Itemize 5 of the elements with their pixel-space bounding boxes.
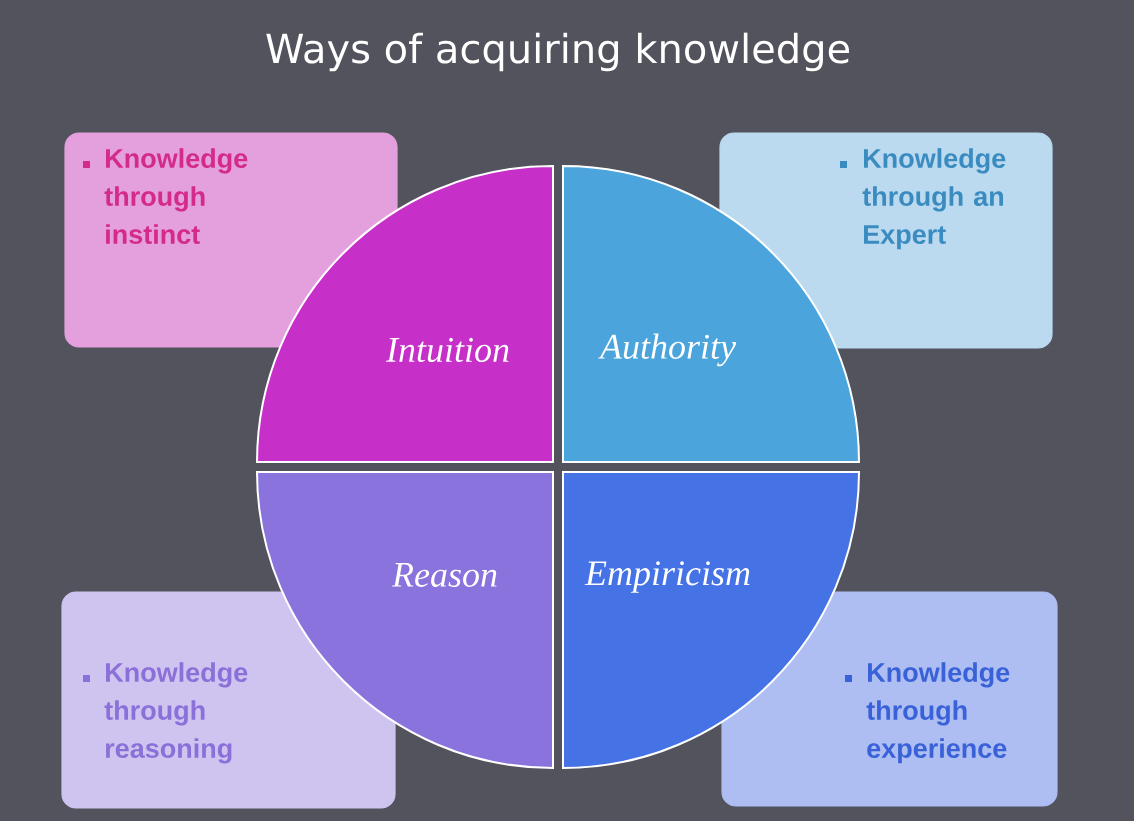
quadrant: Authority <box>562 165 860 463</box>
quadrant: Empiricism <box>562 471 860 769</box>
quadrant: Intuition <box>256 165 554 463</box>
quadrant: Reason <box>256 471 554 769</box>
title: Ways of acquiring knowledge <box>266 32 850 72</box>
